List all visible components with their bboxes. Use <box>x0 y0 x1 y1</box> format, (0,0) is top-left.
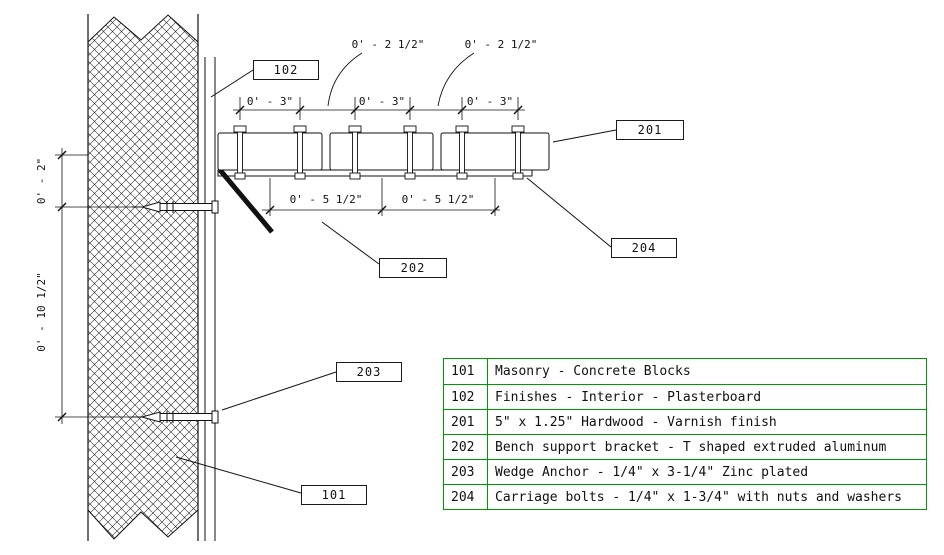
carriage-bolt <box>348 125 362 180</box>
support-bracket <box>217 168 533 234</box>
legend-code: 201 <box>444 410 488 434</box>
legend-code: 102 <box>444 385 488 409</box>
legend-row: 201 5" x 1.25" Hardwood - Varnish finish <box>444 409 926 434</box>
legend-code: 203 <box>444 460 488 484</box>
callout-202-bracket: 202 <box>379 258 447 278</box>
leader-203 <box>221 371 337 411</box>
leader-102 <box>210 69 254 98</box>
legend-row: 102 Finishes - Interior - Plasterboard <box>444 384 926 409</box>
dim-text-gap-2: 0' - 2 1/2" <box>465 38 538 51</box>
callout-102-plasterboard: 102 <box>253 60 319 80</box>
legend-code: 101 <box>444 359 488 384</box>
dim-slat-gaps <box>327 52 475 107</box>
wedge-anchor-lower <box>132 410 219 424</box>
callout-leaders <box>175 69 617 494</box>
legend-row: 204 Carriage bolts - 1/4" x 1-3/4" with … <box>444 484 926 509</box>
legend-row: 203 Wedge Anchor - 1/4" x 3-1/4" Zinc pl… <box>444 459 926 484</box>
dim-bracket-spacing <box>262 178 500 216</box>
dim-anchor-heights <box>55 148 138 424</box>
masonry-wall <box>87 14 199 541</box>
legend-description: Masonry - Concrete Blocks <box>495 364 691 379</box>
bench-slat <box>329 132 434 171</box>
callout-101-masonry: 101 <box>301 485 367 505</box>
bench-slat <box>440 132 550 171</box>
callout-201-hardwood: 201 <box>616 120 684 140</box>
masonry-hatch <box>87 14 199 540</box>
bench-slat <box>217 132 323 171</box>
leader-204 <box>526 177 612 248</box>
dim-text-spacing-3: 0' - 3" <box>467 95 513 108</box>
dim-text-spacing-2: 0' - 3" <box>359 95 405 108</box>
bracket-strut <box>218 168 274 234</box>
dim-bolt-spacing <box>233 97 525 120</box>
carriage-bolt <box>293 125 307 180</box>
leader-202 <box>321 221 380 265</box>
leader-101 <box>175 456 302 494</box>
wedge-anchor-upper <box>132 200 219 214</box>
bench-slats <box>217 132 550 171</box>
legend-description: 5" x 1.25" Hardwood - Varnish finish <box>495 414 777 430</box>
keynote-legend-table: 101 Masonry - Concrete Blocks 102 Finish… <box>443 358 927 510</box>
callout-203-wedge-anchor: 203 <box>336 362 402 382</box>
legend-row: 202 Bench support bracket - T shaped ext… <box>444 434 926 459</box>
leader-201 <box>552 129 617 143</box>
legend-row: 101 Masonry - Concrete Blocks <box>444 359 926 384</box>
dim-text-height-top: 0' - 2" <box>35 158 48 204</box>
dim-text-support-2: 0' - 5 1/2" <box>402 193 475 206</box>
carriage-bolt <box>233 125 247 180</box>
carriage-bolt <box>511 125 525 180</box>
legend-description: Wedge Anchor - 1/4" x 3-1/4" Zinc plated <box>495 464 809 480</box>
dim-text-support-1: 0' - 5 1/2" <box>290 193 363 206</box>
legend-description: Carriage bolts - 1/4" x 1-3/4" with nuts… <box>495 489 902 505</box>
legend-code: 204 <box>444 485 488 509</box>
carriage-bolts <box>233 125 525 180</box>
carriage-bolt <box>403 125 417 180</box>
legend-description: Bench support bracket - T shaped extrude… <box>495 439 887 455</box>
callout-204-carriage-bolt: 204 <box>611 238 677 258</box>
plasterboard-layer <box>204 57 216 541</box>
legend-description: Finishes - Interior - Plasterboard <box>495 389 762 405</box>
bracket-arm <box>217 169 533 177</box>
dim-text-spacing-1: 0' - 3" <box>247 95 293 108</box>
legend-code: 202 <box>444 435 488 459</box>
carriage-bolt <box>455 125 469 180</box>
dim-text-gap-1: 0' - 2 1/2" <box>352 38 425 51</box>
dim-text-height-mid: 0' - 10 1/2" <box>35 272 48 351</box>
